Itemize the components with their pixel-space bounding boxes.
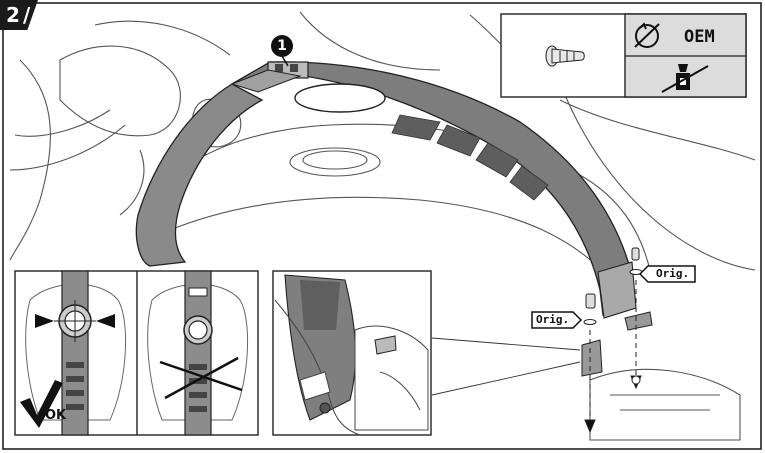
spec-box [500, 13, 747, 98]
no-threadlocker-icon [661, 64, 709, 93]
ok-label: OK [45, 408, 67, 423]
cross-out-icon [159, 356, 243, 400]
no-torque-icon [634, 22, 660, 48]
inset-correct-wrong [14, 270, 259, 436]
checkmark-icon [20, 380, 63, 428]
oem-label: OEM [684, 27, 715, 47]
orig-label-right: Orig. [656, 267, 690, 280]
bolt-assembly [581, 247, 653, 434]
step-slash: / [23, 3, 31, 27]
orig-label-right-shape [638, 265, 696, 283]
orig-label-left-shape [531, 311, 583, 329]
callout-number: 1 [271, 35, 293, 57]
detail-leader-line [431, 361, 581, 396]
callout-leader [281, 55, 289, 67]
tank-strap [135, 61, 637, 319]
detail-leader-line [431, 337, 581, 351]
step-number: 2 [6, 3, 20, 27]
bolt-icon [545, 45, 585, 67]
orig-label-left: Orig. [536, 313, 570, 326]
inset-detail [272, 270, 432, 436]
